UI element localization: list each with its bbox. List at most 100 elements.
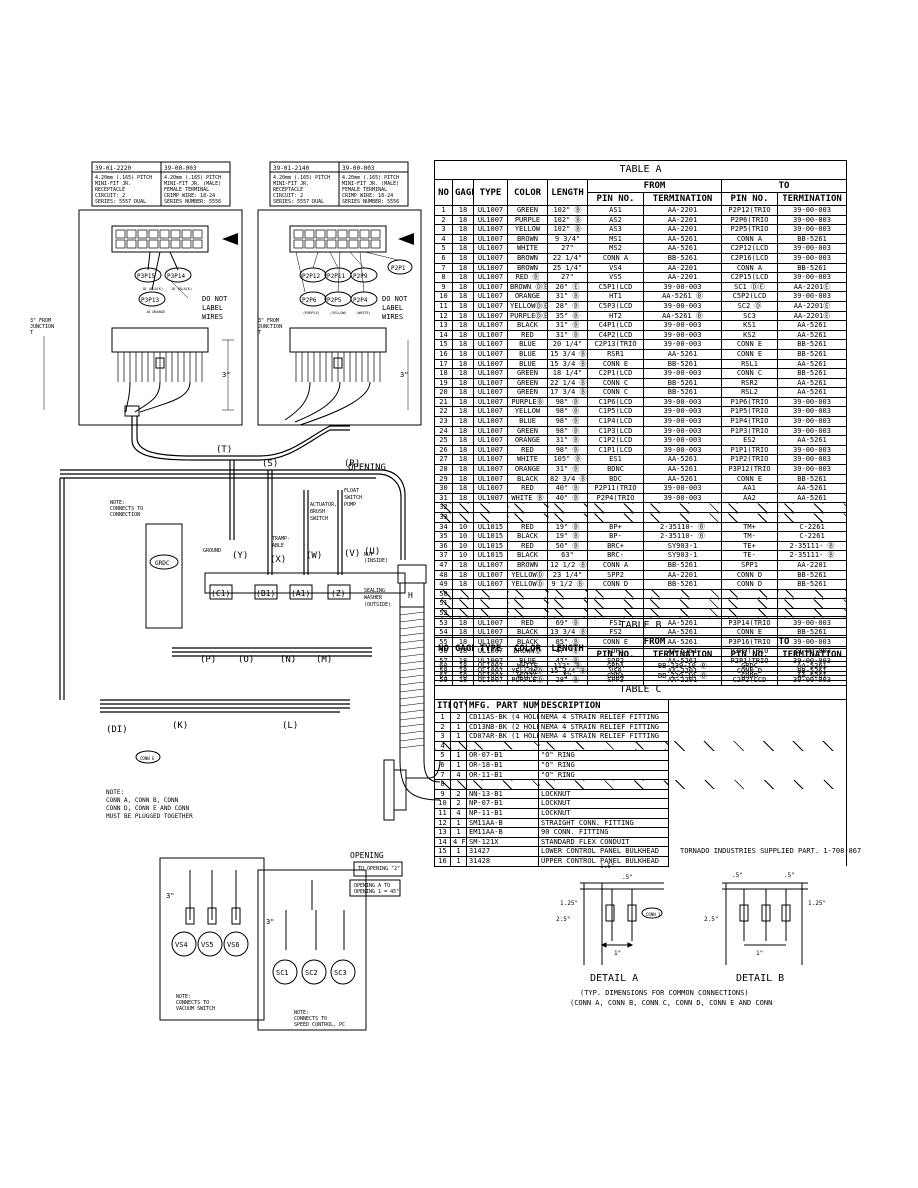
float-l3: PUMP bbox=[344, 502, 356, 508]
table-a-cell: 2-35111- Ⓑ bbox=[776, 550, 848, 561]
table-a-cell: 18 bbox=[434, 368, 453, 379]
table-a-cell: UL1015 bbox=[473, 531, 508, 542]
table-a-cell: UL1007 bbox=[473, 233, 508, 245]
table-a-cell: P1P6(TRIO bbox=[721, 396, 778, 408]
table-b-cell: BB-239-10 Ⓑ bbox=[643, 661, 722, 672]
table-a-cell bbox=[473, 588, 508, 600]
table-a-cell: WHITE bbox=[507, 454, 548, 466]
table-a-cell: 20 1/4" bbox=[547, 339, 588, 350]
table-a-cell: 31" Ⓑ bbox=[547, 435, 588, 446]
table-a-cell: ORANGE bbox=[507, 464, 548, 475]
tb-h-from: FROM bbox=[587, 635, 722, 649]
table-a-cell: SC3 bbox=[721, 310, 778, 322]
table-a-cell bbox=[473, 502, 508, 513]
table-a-cell: CONN C bbox=[721, 368, 778, 379]
table-a-cell: 39-00-003 bbox=[776, 252, 848, 264]
table-a-cell: AA-5261 bbox=[776, 358, 848, 370]
pin-p3p14: P3P14 bbox=[167, 273, 185, 280]
table-a-cell: UL1007 bbox=[473, 329, 508, 341]
table-a-cell: CONN E bbox=[721, 348, 778, 360]
table-a-cell: 20 bbox=[434, 387, 453, 398]
table-c-cell: 1 bbox=[450, 731, 467, 742]
flex-conduit: H bbox=[383, 564, 441, 821]
table-a-cell: AA-2201 bbox=[643, 272, 722, 283]
table-a-cell: 39-00-003 bbox=[643, 444, 722, 456]
table-a-cell: AA-5261 bbox=[776, 387, 848, 398]
table-c-cell: 4 bbox=[450, 769, 467, 781]
table-c-cell: CD11AS-BK (4 HOLE bbox=[466, 712, 539, 723]
table-a-cell: 8 bbox=[434, 272, 453, 283]
table-a-cell: UL1007 bbox=[473, 387, 508, 398]
table-a-cell: AA-2201 bbox=[643, 224, 722, 235]
table-a-cell: 10 bbox=[452, 531, 474, 542]
table-a-cell: BDC bbox=[587, 473, 644, 485]
table-a-cell: 18 bbox=[452, 444, 474, 456]
dim-b-4: 1" bbox=[756, 950, 763, 957]
table-a-cell: GREEN bbox=[507, 377, 548, 389]
ta-h-no: NO bbox=[434, 179, 453, 206]
table-c-title: TABLE C bbox=[433, 680, 848, 700]
ta-h-term-from: TERMINATION bbox=[643, 192, 722, 206]
table-c-filler bbox=[667, 798, 848, 809]
table-a-cell: RSL2 bbox=[721, 387, 778, 398]
table-a-cell: C2P12(LCD bbox=[721, 243, 778, 254]
detail-drawings: 1.5" .5" 1.25" 2.5" 1" CONN 1 DETAIL A .… bbox=[556, 863, 826, 1007]
table-a-cell: 23 bbox=[434, 416, 453, 427]
table-a-cell: PURPLE bbox=[507, 214, 548, 226]
table-a-cell: 18 bbox=[452, 559, 474, 571]
from-junction-l1: 3" FROM bbox=[30, 318, 51, 324]
table-a-cell: UL1007 bbox=[473, 214, 508, 226]
table-b-title: TABLE B bbox=[433, 616, 848, 636]
table-a-cell: BLUE bbox=[507, 348, 548, 360]
table-a-cell: 39-00-003 bbox=[643, 281, 722, 293]
table-c-cell: 2 bbox=[450, 712, 467, 723]
table-a-cell: 10 bbox=[434, 291, 453, 302]
table-a-cell bbox=[547, 502, 588, 513]
ta-h-color: COLOR bbox=[507, 179, 548, 206]
table-a-cell bbox=[587, 512, 644, 523]
table-c-filler bbox=[667, 731, 848, 742]
table-b-cell: UL1007 bbox=[473, 661, 508, 672]
dim-a-2: 1.25" bbox=[560, 900, 578, 907]
left-note-l3: WIRES bbox=[202, 313, 223, 321]
table-a-cell: 3 bbox=[434, 224, 453, 235]
table-a-cell: UL1007 bbox=[473, 492, 508, 504]
opening-top: OPENING bbox=[348, 463, 386, 473]
table-a-cell: 31" Ⓑ bbox=[547, 464, 588, 475]
float-l1: FLOAT bbox=[344, 488, 359, 494]
table-c-cell: NP-07-B1 bbox=[466, 798, 539, 809]
table-a-cell: BB-5261 bbox=[776, 368, 848, 379]
right-desc2-2: FEMALE TERMINAL bbox=[342, 187, 387, 193]
right-note-l1: DO NOT bbox=[382, 295, 408, 303]
table-a-cell: 18 bbox=[452, 214, 474, 226]
right-connector-panel: P2P12 P2P11 P2P9 P2P6 P2P5 P2P4 P2P1 (PU… bbox=[257, 209, 422, 426]
table-a-cell: CONN A bbox=[587, 559, 644, 571]
table-b-cell: GRDC bbox=[721, 661, 778, 672]
left-connector-spec: 39-01-2220 39-00-003 4.20mm (.165) PITCH… bbox=[91, 161, 231, 207]
table-a-cell: 10 bbox=[452, 521, 474, 533]
table-a-cell: AA-2201 bbox=[643, 214, 722, 226]
table-c-cell: 11 bbox=[434, 807, 451, 819]
table-b-cell: AA-5261 bbox=[776, 661, 848, 672]
nut-l1: NUT bbox=[364, 552, 373, 558]
table-a-cell: C2P1(LCD bbox=[587, 368, 644, 379]
right-desc2-3: CRIMP WIRE: 18-24 bbox=[342, 193, 393, 199]
table-a-cell: 15 3/4 Ⓑ bbox=[547, 348, 588, 360]
table-c-row: 4 bbox=[434, 740, 848, 752]
table-c-cell: 5 bbox=[434, 750, 451, 761]
table-a-cell: BROWN bbox=[507, 559, 548, 571]
table-a-cell: 39-00-003 bbox=[643, 435, 722, 446]
table-a-cell: 19" Ⓑ bbox=[547, 531, 588, 542]
table-a-cell: C4P1(LCD bbox=[587, 320, 644, 331]
table-a-cell: YELLOW bbox=[507, 406, 548, 418]
table-a-cell: 2-35110- Ⓑ bbox=[643, 521, 722, 533]
table-c-cell: 2 bbox=[450, 798, 467, 809]
table-a-cell: 34 bbox=[434, 521, 453, 533]
table-a-cell bbox=[721, 588, 778, 600]
table-a-cell: 98" Ⓑ bbox=[547, 425, 588, 437]
table-b-grid: TABLE B NO GAGE TYPE COLOR LENGTH FROM T… bbox=[433, 616, 848, 682]
table-a-cell bbox=[452, 598, 474, 609]
